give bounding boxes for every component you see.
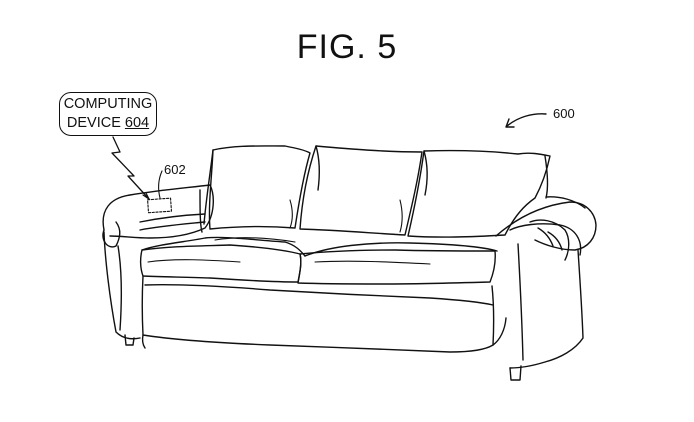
arrow-icon xyxy=(506,114,546,127)
right-armrest xyxy=(496,202,596,380)
callout-ref-number: 604 xyxy=(124,115,150,131)
back-cushions xyxy=(204,146,550,237)
sensor-pad xyxy=(148,198,172,213)
sensor-ref-label: 602 xyxy=(164,162,186,177)
seat-cushions xyxy=(141,237,497,284)
figure-title: FIG. 5 xyxy=(296,28,398,66)
sensor-leader-line xyxy=(159,171,162,198)
callout-line-2-prefix: DEVICE xyxy=(66,115,125,131)
computing-device-callout: COMPUTING DEVICE 604 xyxy=(59,92,157,136)
callout-line-2: DEVICE 604 xyxy=(60,114,156,133)
left-armrest xyxy=(103,185,213,345)
callout-line-1: COMPUTING xyxy=(63,96,153,112)
fabric-folds xyxy=(148,200,430,264)
sofa-base xyxy=(142,276,506,352)
sofa-ref-label: 600 xyxy=(553,106,575,121)
lightning-zigzag-icon xyxy=(112,137,149,199)
